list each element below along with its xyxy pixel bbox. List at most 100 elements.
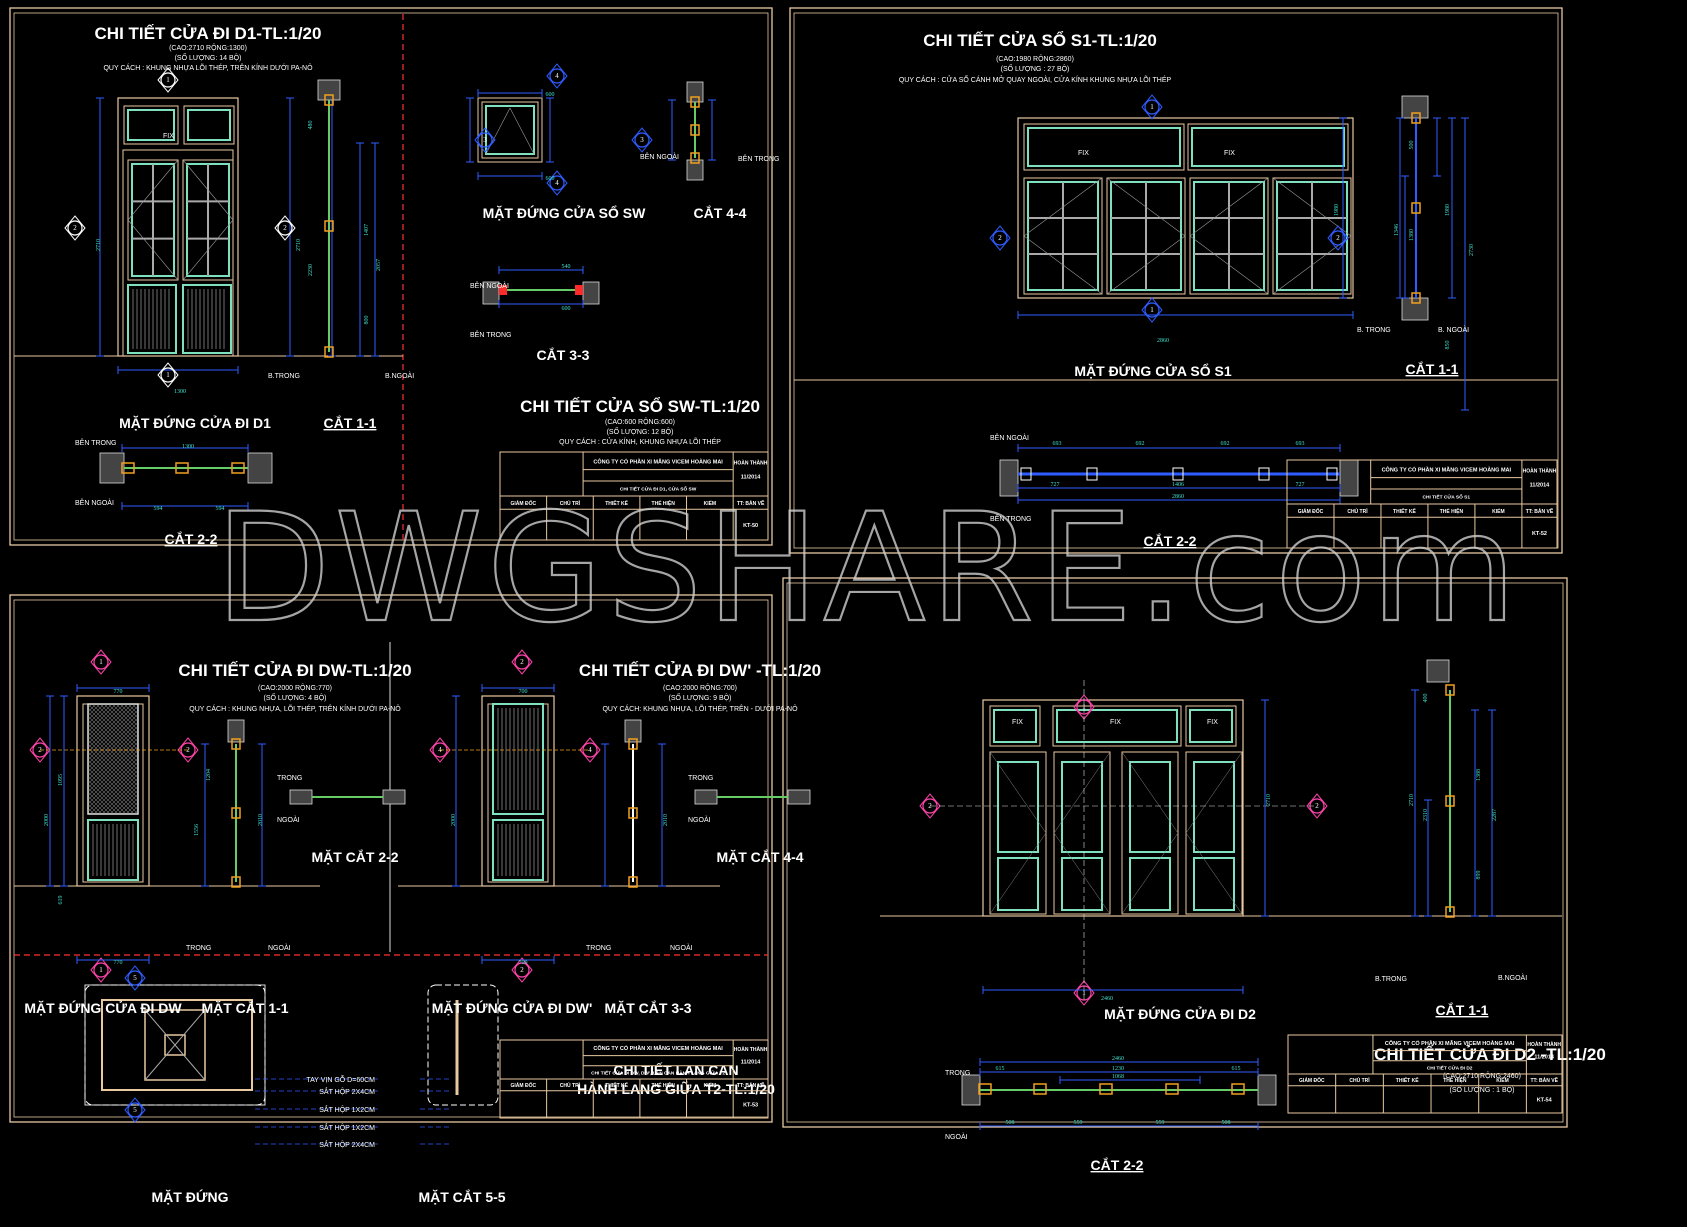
wall-hatch	[787, 789, 811, 805]
wall-hatch	[1426, 659, 1450, 683]
dw-title: CHI TIẾT CỬA ĐI DW-TL:1/20	[178, 661, 411, 680]
section-marker-number: 1	[1150, 103, 1154, 111]
section-marker-icon	[274, 215, 296, 241]
dim-text: 480	[308, 121, 314, 130]
dim-text: 1406	[1172, 482, 1184, 488]
sheet-inner-border	[786, 582, 1564, 1123]
ben-trong-label: BÊN TRONG	[75, 438, 117, 447]
dim-text: 2710	[1409, 794, 1415, 806]
ngoai-label: NGOÀI	[670, 943, 693, 952]
railing-note: TAY VỊN GỖ D=60CM	[306, 1075, 375, 1084]
profile-section	[231, 807, 241, 819]
sheet-inner-border	[793, 12, 1559, 549]
title-block-company: CÔNG TY CỔ PHẦN XI MĂNG VICEM HOÀNG MAI	[1385, 1039, 1515, 1047]
door-frame	[982, 699, 1244, 917]
title-block-role: KIỂM	[704, 500, 717, 507]
sheet4-title: CHI TIẾT CỬA ĐI D2 -TL:1/20	[1374, 1045, 1606, 1064]
trong-label: TRONG	[186, 945, 211, 952]
title-block-sheet-number: KT-50	[743, 523, 758, 529]
ben-ngoai-label: BÊN NGOÀI	[990, 433, 1029, 442]
fix-label: FIX	[1012, 719, 1023, 726]
sheet2-spec-size: (CAO:1980 RỘNG:2860)	[996, 54, 1074, 63]
section-marker-icon	[67, 220, 83, 236]
section-marker-icon	[1073, 980, 1095, 1006]
section-marker-icon	[579, 737, 601, 763]
section-marker-icon	[549, 175, 565, 191]
dim-text: 1380	[1409, 229, 1415, 241]
ngoai-label: NGOÀI	[688, 815, 711, 824]
profile-section	[175, 462, 189, 474]
title-block-role: GIÁM ĐỐC	[1298, 508, 1324, 515]
sash-frame	[1187, 123, 1349, 171]
dim-text: 850	[1445, 341, 1451, 350]
sash-frame	[183, 105, 235, 145]
wall-hatch	[582, 281, 600, 305]
section-marker-number: 1	[99, 966, 103, 974]
dim-text: 2730	[1469, 244, 1475, 256]
railing-note: SẮT HỘP 2X4CM	[319, 1087, 375, 1096]
dim-text: 508	[1222, 1120, 1231, 1126]
dim-text: 1068	[1112, 1074, 1124, 1080]
section-marker-icon	[160, 367, 176, 383]
b-trong-label: B.TRONG	[268, 373, 300, 380]
section-marker-icon	[992, 230, 1008, 246]
dim-text: 1407	[364, 224, 370, 236]
wall-hatch	[1257, 1074, 1277, 1106]
trong-label: TRONG	[945, 1070, 970, 1077]
opening-line	[1053, 751, 1111, 834]
section-marker-icon	[124, 965, 146, 991]
section-marker-icon	[1144, 99, 1160, 115]
title-block-sheet-label: TT: BẢN VẼ	[1526, 508, 1554, 515]
section-marker-icon	[1141, 94, 1163, 120]
sheet-border	[789, 7, 1563, 554]
sash-frame	[123, 105, 179, 145]
fix-label: FIX	[163, 133, 174, 140]
dim-text: 2230	[308, 264, 314, 276]
dim-text: 2860	[1172, 494, 1184, 500]
dim-text: 2010	[258, 814, 264, 826]
title-block-role: KIỂM	[704, 1082, 717, 1089]
dim-text: 2000	[451, 814, 457, 826]
wall-hatch	[289, 789, 313, 805]
profile-section	[1086, 467, 1098, 481]
section-label: CẮT 1-1	[1436, 1001, 1489, 1018]
sheet-3: CHI TIẾT CỬA ĐI DW-TL:1/20 (CAO:2000 RỘN…	[24, 661, 821, 1205]
dim-text: 559	[1074, 1120, 1083, 1126]
section-marker-icon	[127, 1102, 143, 1118]
dim-text: 1980	[1334, 204, 1340, 216]
section-marker-icon	[93, 962, 109, 978]
profile-section	[1231, 1083, 1245, 1095]
ngoai-label: NGOÀI	[277, 815, 300, 824]
title-block-sheet-number: KT-54	[1537, 1097, 1553, 1103]
sheet-4: FIX FIX FIX 2460 2710 2710 400 2310 1388…	[945, 694, 1606, 1174]
section-marker-icon	[177, 737, 199, 763]
section-marker-icon	[277, 220, 293, 236]
dim-text: 1346	[1394, 224, 1400, 236]
glass-panel	[1056, 709, 1178, 743]
section-label: MẶT CẮT 3-3	[604, 999, 691, 1016]
section-marker-number: 2	[1315, 802, 1319, 810]
dim-text: 1388	[1476, 769, 1482, 781]
elevation-label: MẶT ĐỨNG CỬA ĐI DW	[24, 999, 182, 1016]
dim-text: 700	[519, 689, 528, 695]
dim-text: 2310	[1423, 809, 1429, 821]
glass-panel	[1027, 127, 1181, 167]
dw-spec-desc: QUY CÁCH : KHUNG NHỰA, LÕI THÉP, TRÊN KÍ…	[189, 704, 401, 713]
title-block-role: GIÁM ĐỐC	[511, 500, 537, 507]
title-block-role: THỂ HIỆN	[652, 1081, 676, 1089]
dim-text: 2710	[296, 239, 302, 251]
railing-section-label: MẶT CẮT 5-5	[418, 1188, 505, 1205]
sash-frame	[1185, 705, 1237, 747]
profile-section	[628, 738, 638, 750]
door-frame	[481, 695, 555, 887]
wall-hatch	[317, 79, 341, 101]
profile-section	[1326, 467, 1338, 481]
title-block-role: KIỂM	[1492, 508, 1505, 515]
title-block-done-label: HOÀN THÀNH	[734, 1046, 768, 1053]
wall-hatch	[247, 452, 273, 484]
section-marker-number: 2	[998, 234, 1002, 242]
sw-elevation-label: MẶT ĐỨNG CỬA SỔ SW	[483, 204, 646, 221]
section-marker-number: 4	[555, 72, 559, 80]
